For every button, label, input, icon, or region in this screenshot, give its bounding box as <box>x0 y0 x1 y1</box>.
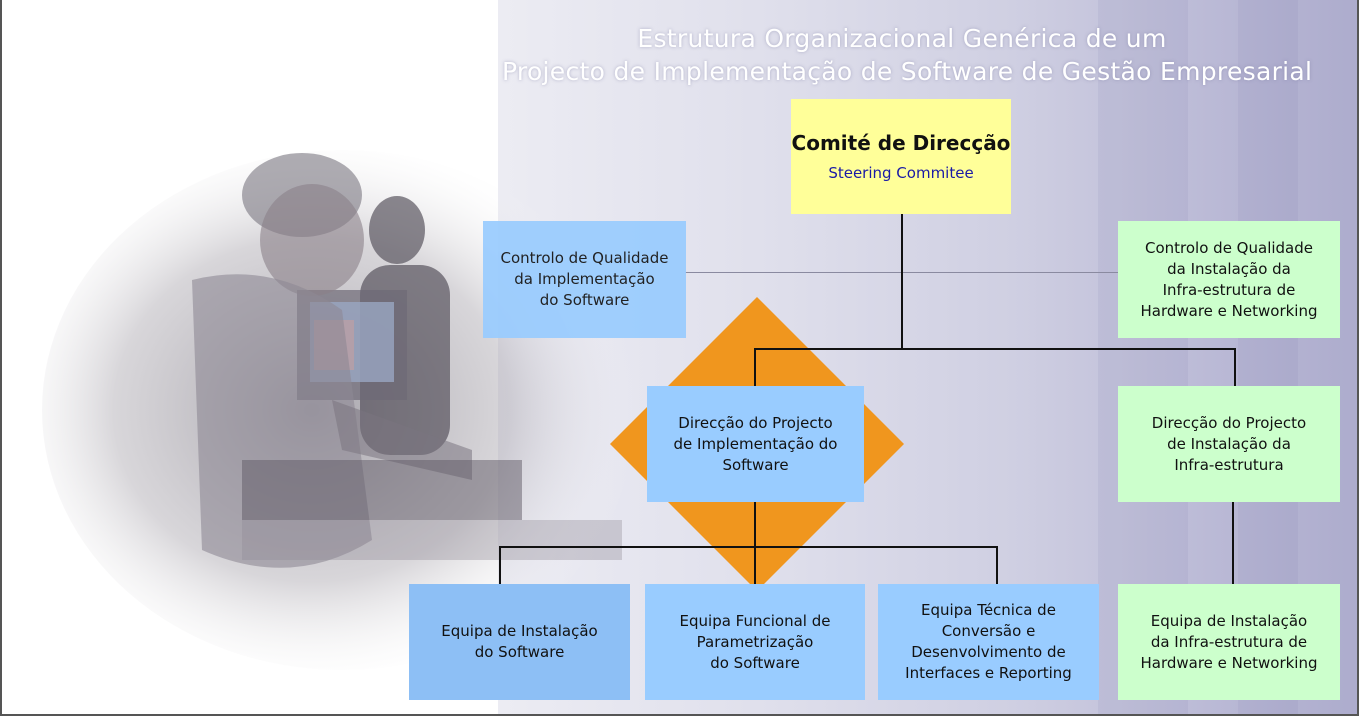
qc-infrastructure-box: Controlo de Qualidade da Instalação da I… <box>1118 221 1340 338</box>
box-line: de Implementação do <box>673 434 838 453</box>
box-line: Conversão e <box>941 622 1036 640</box>
box-line: Controlo de Qualidade <box>500 249 669 267</box>
functional-parametrization-team-box: Equipa Funcional de Parametrização do So… <box>645 584 865 700</box>
infrastructure-installation-team-box: Equipa de Instalação da Infra-estrutura … <box>1118 584 1340 700</box>
connector-line <box>754 502 756 584</box>
box-line: Desenvolvimento de <box>911 643 1066 661</box>
box-line: da Instalação da <box>1167 259 1291 278</box>
infrastructure-project-direction-box: Direcção do Projecto de Instalação da In… <box>1118 386 1340 502</box>
box-line: Direcção do Projecto <box>678 413 833 432</box>
box-line: Equipa de Instalação <box>441 622 598 640</box>
title-line-1: Estrutura Organizacional Genérica de um <box>637 24 1167 53</box>
box-line: Equipa Técnica de <box>921 601 1056 619</box>
box-line: Controlo de Qualidade <box>1145 238 1313 257</box>
box-line: do Software <box>539 291 630 309</box>
box-line: Software <box>722 455 789 474</box>
box-line: da Infra-estrutura de <box>1150 632 1308 651</box>
steering-committee-title: Comité de Direcção <box>791 131 1011 155</box>
technical-conversion-team-box: Equipa Técnica de Conversão e Desenvolvi… <box>878 584 1099 700</box>
steering-committee-box: Comité de Direcção Steering Commitee <box>791 99 1011 214</box>
diagram-title: Estrutura Organizacional Genérica de um … <box>502 22 1313 88</box>
box-line: de Instalação da <box>1167 434 1291 453</box>
connector-line <box>754 348 1236 350</box>
box-line: do Software <box>474 643 565 661</box>
box-line: Parametrização <box>696 632 814 651</box>
connector-line <box>499 546 501 584</box>
connector-line <box>499 546 998 548</box>
box-line: Infra-estrutura de <box>1162 280 1296 299</box>
box-line: Equipa Funcional de <box>679 611 831 630</box>
connector-line <box>1232 502 1234 584</box>
software-installation-team-box: Equipa de Instalação do Software <box>409 584 630 700</box>
box-line: Direcção do Projecto <box>1151 413 1307 432</box>
title-line-2: Projecto de Implementação de Software de… <box>502 57 1313 86</box>
connector-line <box>1234 348 1236 386</box>
box-line: Interfaces e Reporting <box>905 664 1072 682</box>
box-line: Equipa de Instalação <box>1150 611 1308 630</box>
box-line: Hardware e Networking <box>1140 301 1318 320</box>
box-line: Infra-estrutura <box>1174 455 1284 474</box>
software-project-direction-box: Direcção do Projecto de Implementação do… <box>647 386 864 502</box>
connector-line <box>754 348 756 386</box>
steering-committee-subtitle: Steering Commitee <box>828 164 974 182</box>
box-line: do Software <box>710 653 800 672</box>
connector-qc-line <box>685 272 1125 273</box>
connector-line <box>996 546 998 584</box>
box-line: da Implementação <box>514 270 655 288</box>
box-line: Hardware e Networking <box>1140 653 1318 672</box>
connector-line <box>901 214 903 348</box>
qc-software-box: Controlo de Qualidade da Implementação d… <box>483 221 686 338</box>
